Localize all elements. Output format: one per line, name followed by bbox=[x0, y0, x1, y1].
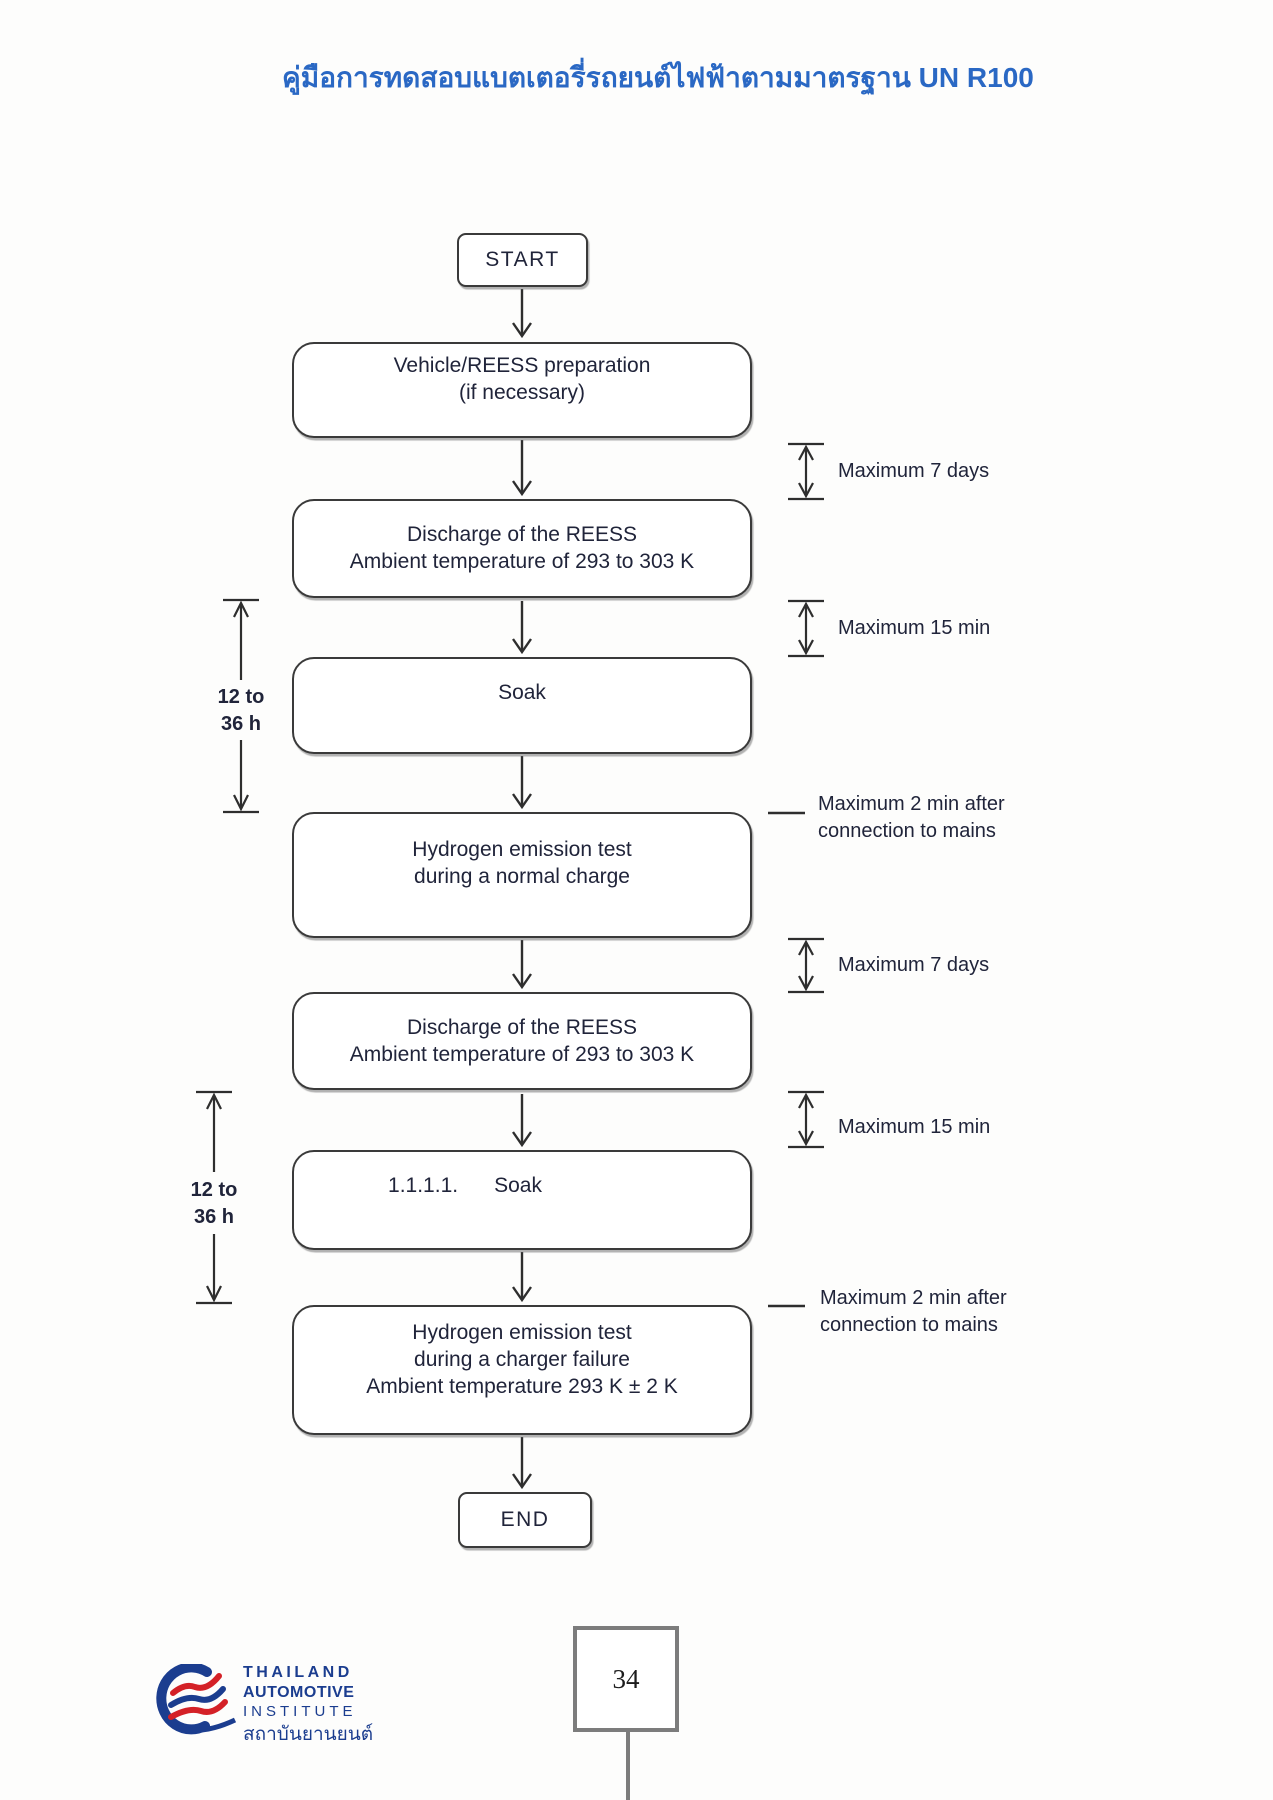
annotation-max-7-days-2: Maximum 7 days bbox=[838, 954, 990, 976]
annotation-max-7-days-1: Maximum 7 days bbox=[838, 460, 990, 482]
logo-text-thai: สถาบันยานยนต์ bbox=[243, 1724, 374, 1745]
flow-node-start: START bbox=[457, 233, 588, 287]
flow-arrow bbox=[512, 440, 532, 497]
flow-arrow bbox=[512, 756, 532, 810]
flow-arrow bbox=[512, 940, 532, 990]
box-line: Hydrogen emission test bbox=[412, 1321, 632, 1344]
logo-text-institute: INSTITUTE bbox=[243, 1703, 357, 1720]
annotation-line: connection to mains bbox=[820, 1314, 998, 1336]
thailand-automotive-institute-logo-icon bbox=[156, 1664, 237, 1735]
page-number: 34 bbox=[612, 1663, 640, 1694]
flow-node-hydrogen-test-charger-failure: Hydrogen emission test during a charger … bbox=[292, 1305, 752, 1435]
measure-arrow-12to36h-1 bbox=[223, 598, 259, 814]
flow-arrow bbox=[512, 1252, 532, 1303]
box-line: Hydrogen emission test bbox=[412, 838, 632, 861]
box-line: during a normal charge bbox=[414, 865, 630, 888]
box-line: (if necessary) bbox=[458, 381, 586, 404]
annotation-max-15-min-2: Maximum 15 min bbox=[838, 1116, 991, 1138]
measure-arrow-max7days-1 bbox=[788, 442, 824, 501]
flow-arrow bbox=[512, 1437, 532, 1490]
annotation-line: 12 to bbox=[217, 686, 265, 708]
annotation-line: Maximum 2 min after bbox=[818, 793, 1005, 815]
flow-node-end: END bbox=[458, 1492, 592, 1548]
box-line: Ambient temperature of 293 to 303 K bbox=[349, 1043, 695, 1066]
flow-arrow bbox=[512, 601, 532, 655]
annotation-line: 12 to bbox=[190, 1179, 238, 1201]
box-line: Vehicle/REESS preparation bbox=[393, 354, 651, 377]
measure-arrow-12to36h-2 bbox=[196, 1090, 232, 1305]
box-line: Soak bbox=[498, 681, 546, 704]
box-label: Soak bbox=[494, 1174, 542, 1197]
flow-node-vehicle-preparation: Vehicle/REESS preparation (if necessary) bbox=[292, 342, 752, 438]
box-line: Ambient temperature of 293 to 303 K bbox=[349, 550, 695, 573]
flow-arrow bbox=[512, 289, 532, 339]
page-number-box-stem bbox=[626, 1732, 630, 1800]
box-line: Discharge of the REESS bbox=[407, 523, 637, 546]
logo-text-thailand: THAILAND bbox=[243, 1664, 353, 1681]
flow-node-soak-1: Soak bbox=[292, 657, 752, 754]
annotation-line: 36 h bbox=[193, 1206, 235, 1228]
flow-arrow bbox=[512, 1094, 532, 1148]
box-line: Ambient temperature 293 K ± 2 K bbox=[366, 1375, 678, 1398]
annotation-max-15-min-1: Maximum 15 min bbox=[838, 617, 991, 639]
measure-arrow-max15min-1 bbox=[788, 599, 824, 658]
logo-text-automotive: AUTOMOTIVE bbox=[243, 1684, 355, 1701]
measure-arrow-max15min-2 bbox=[788, 1090, 824, 1149]
box-line: during a charger failure bbox=[414, 1348, 630, 1371]
start-label: START bbox=[485, 248, 560, 271]
page-number-box: 34 bbox=[573, 1626, 679, 1732]
annotation-12-to-36-h-1: 12 to 36 h bbox=[201, 684, 281, 738]
flow-node-hydrogen-test-normal-charge: Hydrogen emission test during a normal c… bbox=[292, 812, 752, 938]
annotation-max-2-min-1: Maximum 2 min after connection to mains bbox=[818, 791, 1005, 845]
annotation-line: 36 h bbox=[220, 713, 262, 735]
flow-node-discharge-reess-2: Discharge of the REESS Ambient temperatu… bbox=[292, 992, 752, 1090]
flow-node-soak-2: 1.1.1.1. Soak bbox=[292, 1150, 752, 1250]
box-numbering: 1.1.1.1. bbox=[388, 1174, 459, 1197]
annotation-line: Maximum 2 min after bbox=[820, 1287, 1007, 1309]
end-label: END bbox=[500, 1508, 550, 1531]
box-line: 1.1.1.1. Soak bbox=[294, 1172, 750, 1199]
flow-node-discharge-reess-1: Discharge of the REESS Ambient temperatu… bbox=[292, 499, 752, 598]
page-title: คู่มือการทดสอบแบตเตอรี่รถยนต์ไฟฟ้าตามมาต… bbox=[282, 62, 1034, 93]
measure-arrow-max7days-2 bbox=[788, 937, 824, 994]
annotation-12-to-36-h-2: 12 to 36 h bbox=[174, 1177, 254, 1231]
annotation-max-2-min-2: Maximum 2 min after connection to mains bbox=[820, 1285, 1007, 1339]
box-line: Discharge of the REESS bbox=[407, 1016, 637, 1039]
annotation-line: connection to mains bbox=[818, 820, 996, 842]
